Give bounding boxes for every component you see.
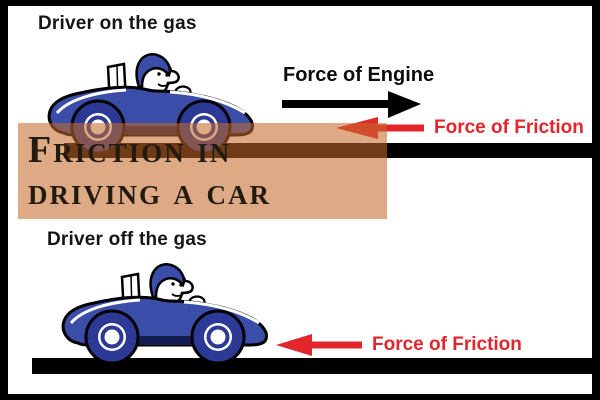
border-top: [0, 0, 600, 6]
engine-force-arrow-icon: [282, 91, 421, 118]
border-bottom: [0, 394, 600, 400]
title-line-2: driving a car: [28, 171, 272, 213]
border-right: [592, 0, 600, 400]
bottom-road: [32, 358, 592, 374]
title-line-1: Friction in: [28, 129, 232, 171]
title-overlay-banner: [18, 123, 387, 219]
top-friction-label: Force of Friction: [434, 117, 584, 138]
page-title: Friction in driving a car: [28, 129, 271, 213]
bottom-caption: Driver off the gas: [47, 229, 207, 250]
engine-force-label: Force of Engine: [283, 64, 435, 86]
bottom-friction-arrow-icon: [276, 334, 362, 356]
border-left: [0, 0, 8, 400]
car-off-gas-illustration: [60, 260, 270, 365]
top-caption: Driver on the gas: [38, 13, 197, 34]
bottom-friction-label: Force of Friction: [372, 334, 522, 355]
